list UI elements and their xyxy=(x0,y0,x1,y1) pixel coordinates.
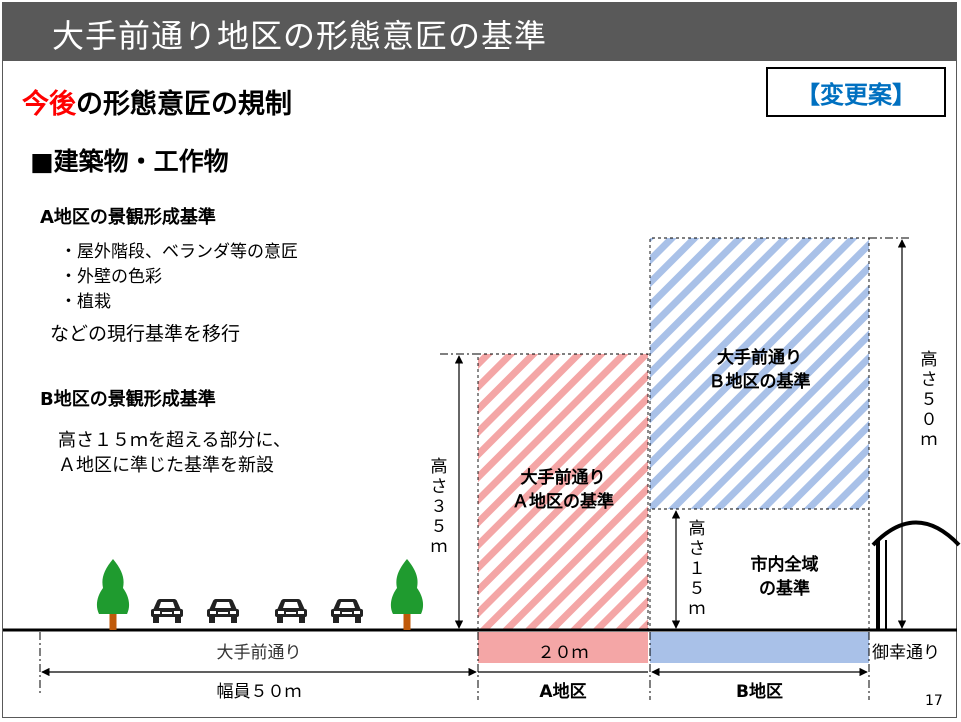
car-icon xyxy=(207,599,239,623)
page-number: 17 xyxy=(925,693,943,709)
b-district-label: B地区 xyxy=(736,682,783,702)
page-title: 大手前通り地区の形態意匠の基準 xyxy=(52,17,548,55)
header-bar xyxy=(3,3,956,61)
description-line: Ａ地区に準じた基準を新設 xyxy=(58,455,274,476)
arcade-icon xyxy=(871,520,961,630)
tree-icon xyxy=(390,559,424,630)
a-width-strip xyxy=(478,632,648,663)
bullet-item: ・植栽 xyxy=(60,292,111,312)
change-proposal-badge: 【変更案】 xyxy=(766,67,946,117)
b-width-strip xyxy=(650,632,869,663)
zone-a-block xyxy=(478,354,648,630)
zone-city-block xyxy=(649,237,870,630)
a-district-label: A地区 xyxy=(539,682,587,702)
subtitle-rest: の形態意匠の規制 xyxy=(76,89,292,120)
subtitle-accent: 今後 xyxy=(22,89,76,120)
a-district-bullets: ・屋外階段、ベランダ等の意匠 ・外壁の色彩 ・植栽 xyxy=(60,240,298,315)
section-heading: ■建築物・工作物 xyxy=(30,147,229,176)
car-icon xyxy=(275,599,307,623)
road-width-label: 幅員５０ｍ xyxy=(216,682,302,702)
zone-b-upper-block xyxy=(650,238,869,509)
miyuki-street-label: 御幸通り xyxy=(872,643,940,663)
description-line: 高さ１５ｍを超える部分に、 xyxy=(58,430,291,451)
bullet-item: ・外壁の色彩 xyxy=(60,267,162,287)
subtitle: 今後の形態意匠の規制 xyxy=(22,82,292,121)
zone-city-label: 市内全域 の基準 xyxy=(750,555,819,599)
car-icon xyxy=(331,599,363,623)
car-icon xyxy=(151,599,183,623)
a-district-heading: A地区の景観形成基準 xyxy=(40,207,216,228)
zone-b-label: 大手前通り Ｂ地区の基準 xyxy=(708,348,811,392)
b-district-description: 高さ１５ｍを超える部分に、 Ａ地区に準じた基準を新設 xyxy=(58,428,291,478)
zone-a-label: 大手前通り Ａ地区の基準 xyxy=(512,468,614,512)
bullet-item: ・屋外階段、ベランダ等の意匠 xyxy=(60,242,298,262)
tree-icon xyxy=(96,559,130,630)
b-district-heading: B地区の景観形成基準 xyxy=(40,389,216,410)
a-district-carry: などの現行基準を移行 xyxy=(50,323,241,345)
road-name-label: 大手前通り xyxy=(216,643,302,663)
a-width-label: ２０ｍ xyxy=(537,643,589,663)
